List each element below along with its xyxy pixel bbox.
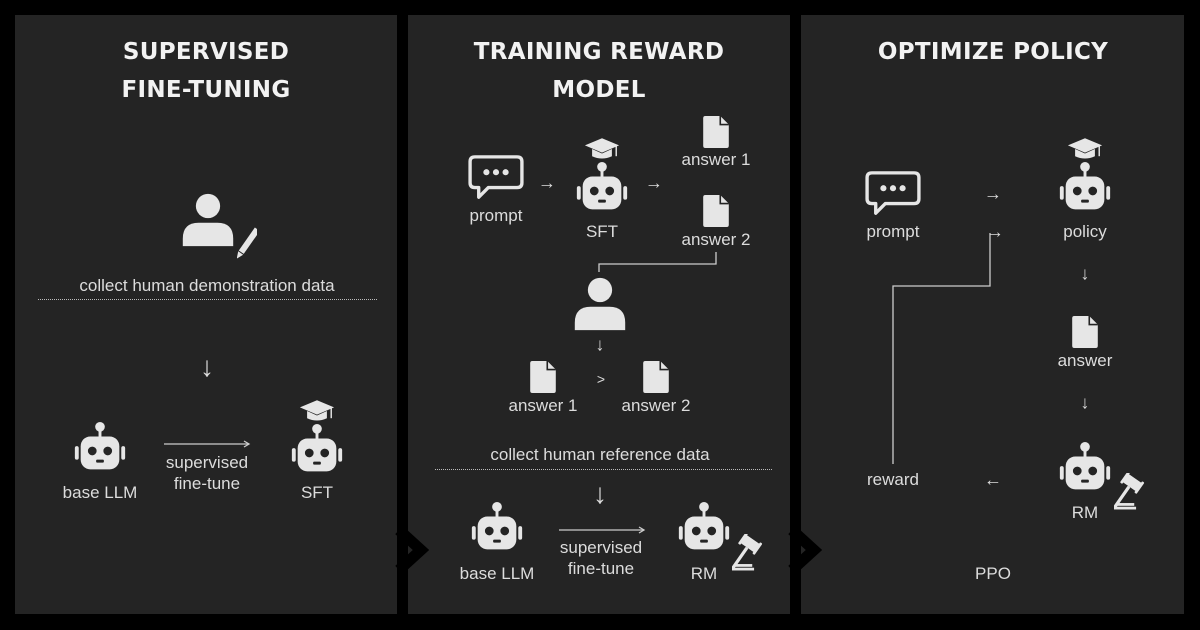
sft-label: SFT <box>300 483 334 502</box>
chevron-separator-2 <box>788 525 823 575</box>
panel2-title-line2: MODEL <box>552 77 646 103</box>
panel1-title-line1: SUPERVISED <box>122 39 290 65</box>
rm-label: RM <box>1071 503 1099 522</box>
policy-label: policy <box>1063 222 1107 241</box>
prompt-label: prompt <box>469 206 523 225</box>
reward-feedback-line <box>892 233 991 464</box>
collect-reference-label: collect human reference data <box>490 445 710 464</box>
arrow-down-icon: ↓ <box>593 478 607 509</box>
arrow-down-icon: ↓ <box>1080 392 1090 413</box>
robot-icon-rm <box>675 501 733 559</box>
panel-optimize-policy <box>801 15 1184 614</box>
base-llm-label: base LLM <box>62 483 138 502</box>
person-icon <box>180 192 236 248</box>
collect-demonstration-label: collect human demonstration data <box>79 276 335 295</box>
step-label-line1: supervised <box>559 538 643 557</box>
arrow-right-icon: → <box>538 172 556 193</box>
arrow-right-icon: → <box>986 221 1004 242</box>
gavel-icon <box>1114 473 1160 511</box>
chat-bubble-icon <box>467 154 525 202</box>
arrow-down-icon: ↓ <box>200 351 214 382</box>
ranked-answer2-label: answer 2 <box>621 396 691 415</box>
document-icon <box>703 195 729 227</box>
document-icon <box>643 361 669 393</box>
answer1-label: answer 1 <box>681 150 751 169</box>
graduation-cap-icon <box>584 137 620 161</box>
panel-supervised-fine-tuning <box>15 15 397 614</box>
arrow-down-icon: ↓ <box>595 334 605 355</box>
graduation-cap-icon <box>1067 137 1103 161</box>
rm-label: RM <box>690 564 718 583</box>
document-icon <box>1072 316 1098 348</box>
answer2-label: answer 2 <box>681 230 751 249</box>
greater-than-sign: > <box>596 371 606 387</box>
document-icon <box>530 361 556 393</box>
sft-label: SFT <box>585 222 619 241</box>
ranked-answer1-label: answer 1 <box>508 396 578 415</box>
arrow-right-icon: → <box>645 172 663 193</box>
graduation-cap-icon <box>299 399 335 423</box>
panel3-title: OPTIMIZE POLICY <box>877 39 1109 65</box>
step-label-line2: fine-tune <box>173 474 241 493</box>
chevron-separator-1 <box>395 525 430 575</box>
robot-icon-sft <box>288 423 346 481</box>
base-llm-label: base LLM <box>459 564 535 583</box>
reward-label: reward <box>867 470 919 489</box>
document-icon <box>703 116 729 148</box>
robot-icon-base-llm <box>71 421 129 479</box>
prompt-label: prompt <box>866 222 920 241</box>
robot-icon-policy <box>1056 161 1114 219</box>
divider <box>38 299 377 300</box>
arrow-right-icon: → <box>984 183 1002 204</box>
divider <box>435 469 772 470</box>
step-label-line2: fine-tune <box>567 559 635 578</box>
answer-label: answer <box>1057 351 1113 370</box>
pencil-icon <box>237 224 257 264</box>
gavel-icon <box>732 534 778 572</box>
step-label-line1: supervised <box>165 453 249 472</box>
answer-to-human-connector <box>598 252 717 272</box>
robot-icon-sft <box>573 161 631 219</box>
robot-icon-rm <box>1056 441 1114 499</box>
arrow-down-icon: ↓ <box>1080 263 1090 284</box>
panel2-title-line1: TRAINING REWARD <box>473 39 725 65</box>
ppo-label: PPO <box>975 564 1011 583</box>
chat-bubble-icon <box>864 170 922 218</box>
panel1-title-line2: FINE-TUNING <box>121 77 291 103</box>
person-icon <box>572 276 628 332</box>
arrow-left-icon: ← <box>984 469 1002 490</box>
robot-icon-base-llm <box>468 501 526 559</box>
